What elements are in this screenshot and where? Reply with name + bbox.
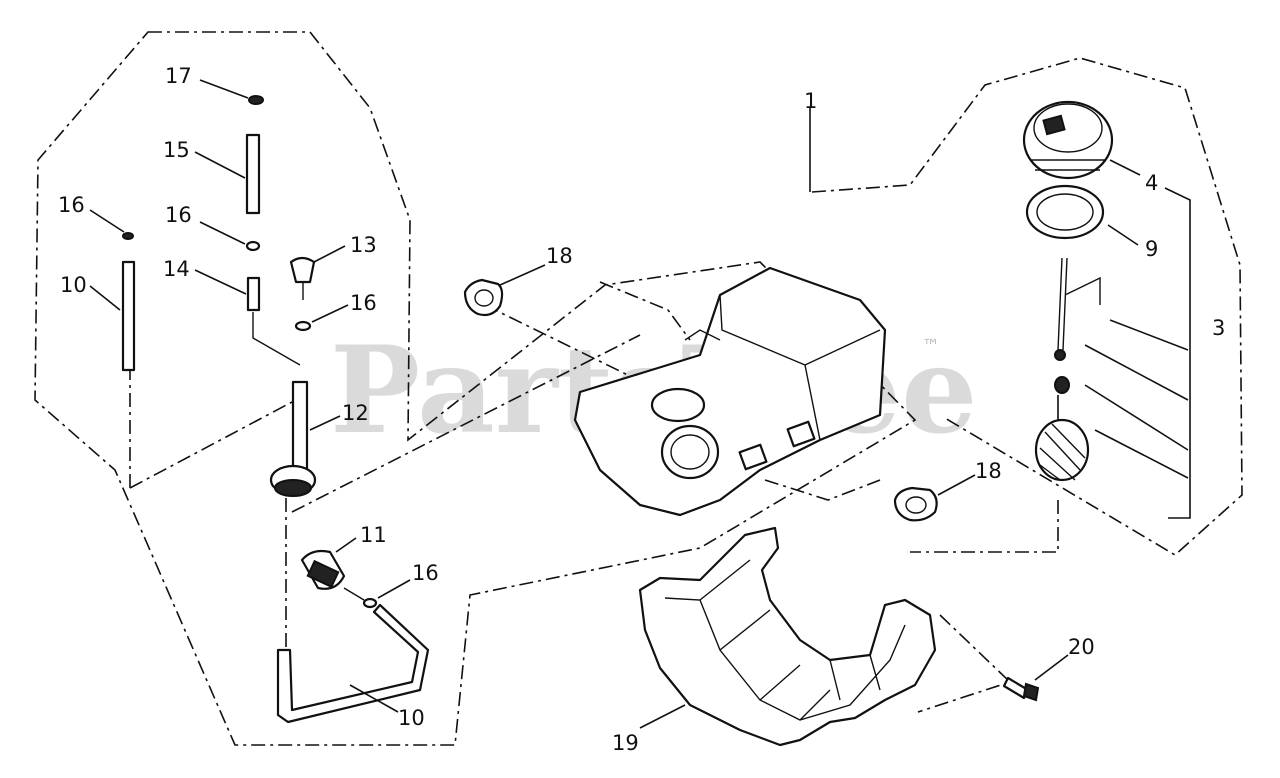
leader-11: [335, 537, 357, 553]
fuel-tank: [573, 266, 887, 517]
leader-3a: [1109, 319, 1189, 351]
callout-19: 19: [612, 731, 639, 755]
fuel-line-upper: [121, 260, 136, 372]
vent-valve: [289, 256, 316, 300]
dash-line-7: [917, 614, 1012, 713]
leader-3b: [1084, 344, 1189, 401]
callout-15: 15: [163, 138, 190, 162]
fuel-line-lower: [276, 603, 430, 724]
vent-tube: [245, 133, 261, 215]
leader-14: [194, 269, 247, 295]
callout-16-middle: 16: [165, 203, 192, 227]
callout-18-lower: 18: [975, 459, 1002, 483]
callout-1: 1: [804, 89, 817, 113]
leader-16c: [311, 304, 349, 323]
callout-10-lower: 10: [398, 706, 425, 730]
group-outline-right: [811, 57, 1243, 556]
leader-15: [194, 151, 246, 179]
leader-18a: [499, 264, 546, 286]
callout-12: 12: [342, 401, 369, 425]
leader-3c: [1084, 384, 1189, 451]
vent-line: [252, 312, 301, 366]
callout-10-upper: 10: [60, 273, 87, 297]
leader-9: [1107, 224, 1139, 246]
callout-20: 20: [1068, 635, 1095, 659]
leader-20: [1034, 654, 1069, 681]
callout-16-lower: 16: [412, 561, 439, 585]
leader-10b: [349, 684, 399, 713]
callout-16-left: 16: [58, 193, 85, 217]
line-connector: [246, 276, 261, 312]
leader-3d: [1094, 429, 1189, 479]
callout-4: 4: [1145, 171, 1158, 195]
tank-guard: [638, 526, 937, 747]
watermark-trademark: ™: [922, 336, 940, 357]
o-ring-c: [294, 320, 312, 332]
leader-12: [309, 415, 341, 431]
o-ring-b: [122, 232, 134, 240]
leader-19: [639, 704, 686, 729]
tether-assembly: [1034, 257, 1101, 482]
leader-3-bracket: [1164, 187, 1191, 519]
leader-18b: [937, 474, 976, 496]
filter-connector: [343, 587, 365, 601]
pickup-cap: [248, 95, 264, 105]
leader-10a: [89, 285, 121, 311]
leader-16d: [377, 579, 411, 599]
leader-16a: [89, 209, 125, 233]
leader-17: [199, 79, 249, 99]
callout-11: 11: [360, 523, 387, 547]
grommet-upper: [463, 278, 504, 317]
leader-4: [1109, 159, 1141, 176]
fuel-pickup: [269, 380, 317, 497]
callout-17: 17: [165, 64, 192, 88]
callout-9: 9: [1145, 237, 1158, 261]
fuel-filter: [300, 549, 346, 590]
fuel-cap: [1022, 100, 1114, 180]
dash-line-9: [599, 281, 691, 341]
dash-line-5: [291, 334, 641, 513]
callout-3: 3: [1212, 316, 1225, 340]
o-ring-a: [245, 240, 261, 252]
callout-18-upper: 18: [546, 244, 573, 268]
grommet-lower: [893, 486, 938, 522]
cap-gasket-inner: [1036, 193, 1094, 231]
dash-line-8: [764, 479, 881, 501]
callout-14: 14: [163, 257, 190, 281]
group-outline-left: [34, 31, 917, 746]
o-ring-d: [362, 597, 378, 609]
screw: [1002, 676, 1040, 702]
dash-line-3: [129, 401, 293, 489]
callout-16-right: 16: [350, 291, 377, 315]
leader-13: [313, 245, 346, 263]
leader-16b: [199, 221, 246, 245]
callout-13: 13: [350, 233, 377, 257]
